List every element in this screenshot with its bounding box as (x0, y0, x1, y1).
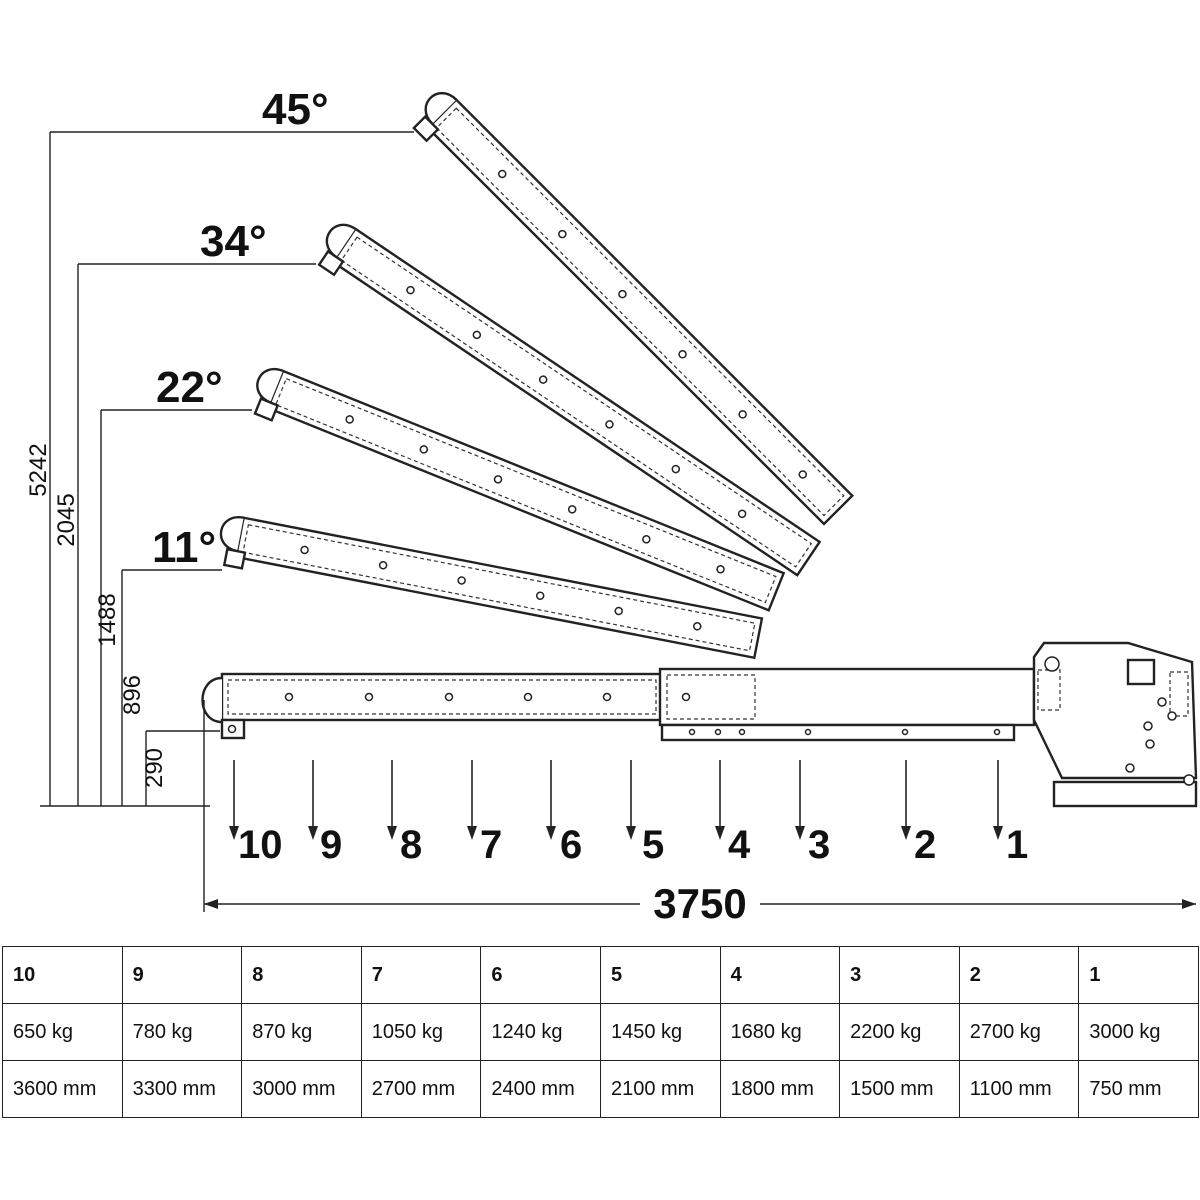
table-cell: 2700 mm (360, 1060, 482, 1118)
height-label-2045: 2045 (53, 493, 80, 546)
table-cell: 6 (480, 946, 601, 1004)
height-label-896: 896 (119, 675, 146, 715)
table-cell: 3600 mm (2, 1060, 123, 1118)
table-cell: 9 (121, 946, 243, 1004)
table-cell: 3000 mm (241, 1060, 362, 1118)
jib-arm-22 (253, 367, 786, 612)
table-cell: 2400 mm (480, 1060, 601, 1118)
table-cell: 1 (1078, 946, 1199, 1004)
height-label-1488: 1488 (94, 593, 121, 646)
table-cell: 1450 kg (599, 1003, 721, 1061)
height-dimensions (40, 131, 414, 807)
table-cell: 780 kg (121, 1003, 243, 1061)
table-cell: 3300 mm (121, 1060, 243, 1118)
position-label-6: 6 (560, 823, 582, 867)
table-cell: 1240 kg (480, 1003, 601, 1061)
position-label-1: 1 (1006, 823, 1028, 867)
position-label-7: 7 (480, 823, 502, 867)
total-length-dimension (203, 700, 1196, 912)
table-row-positions: 10 9 8 7 6 5 4 3 2 1 (2, 946, 1199, 1004)
crane-jib-diagram: 45° 34° 22° 11° 5242 2045 1488 896 290 1… (25, 85, 1198, 927)
table-cell: 650 kg (2, 1003, 123, 1061)
position-label-5: 5 (642, 823, 664, 867)
table-cell: 1680 kg (719, 1003, 841, 1061)
position-label-3: 3 (808, 823, 830, 867)
position-label-10: 10 (238, 823, 283, 867)
load-capacity-table: 10 9 8 7 6 5 4 3 2 1 650 kg 780 kg 870 k… (2, 946, 1199, 1118)
table-cell: 3000 kg (1078, 1003, 1199, 1061)
table-cell: 2 (958, 946, 1080, 1004)
angle-label-45: 45° (262, 85, 329, 134)
table-cell: 750 mm (1078, 1060, 1199, 1118)
jib-arm-45 (412, 92, 854, 526)
table-cell: 10 (2, 946, 123, 1004)
height-label-290: 290 (141, 748, 168, 788)
angle-label-34: 34° (200, 217, 267, 266)
table-cell: 1500 mm (839, 1060, 960, 1118)
angle-label-11: 11° (152, 523, 216, 572)
table-cell: 2700 kg (958, 1003, 1080, 1061)
table-cell: 7 (360, 946, 482, 1004)
table-row-loads: 650 kg 780 kg 870 kg 1050 kg 1240 kg 145… (2, 1003, 1199, 1061)
table-cell: 3 (839, 946, 960, 1004)
crane-base-body (658, 641, 1198, 808)
table-cell: 5 (599, 946, 721, 1004)
table-cell: 1050 kg (360, 1003, 482, 1061)
hook-position-arrows (229, 760, 1003, 840)
table-cell: 2100 mm (599, 1060, 721, 1118)
angle-label-22: 22° (156, 363, 223, 412)
position-label-4: 4 (728, 823, 751, 867)
table-cell: 4 (719, 946, 841, 1004)
table-cell: 1100 mm (958, 1060, 1080, 1118)
jib-arm-11 (219, 516, 764, 660)
table-row-reaches: 3600 mm 3300 mm 3000 mm 2700 mm 2400 mm … (2, 1060, 1199, 1118)
jib-arm-horizontal (201, 672, 664, 740)
table-cell: 8 (241, 946, 362, 1004)
position-label-9: 9 (320, 823, 342, 867)
table-cell: 870 kg (241, 1003, 362, 1061)
table-cell: 2200 kg (839, 1003, 960, 1061)
position-label-2: 2 (914, 823, 936, 867)
table-cell: 1800 mm (719, 1060, 841, 1118)
height-label-5242: 5242 (25, 443, 52, 496)
jib-arm-34 (317, 223, 822, 577)
total-length-label: 3750 (653, 880, 746, 927)
position-label-8: 8 (400, 823, 422, 867)
